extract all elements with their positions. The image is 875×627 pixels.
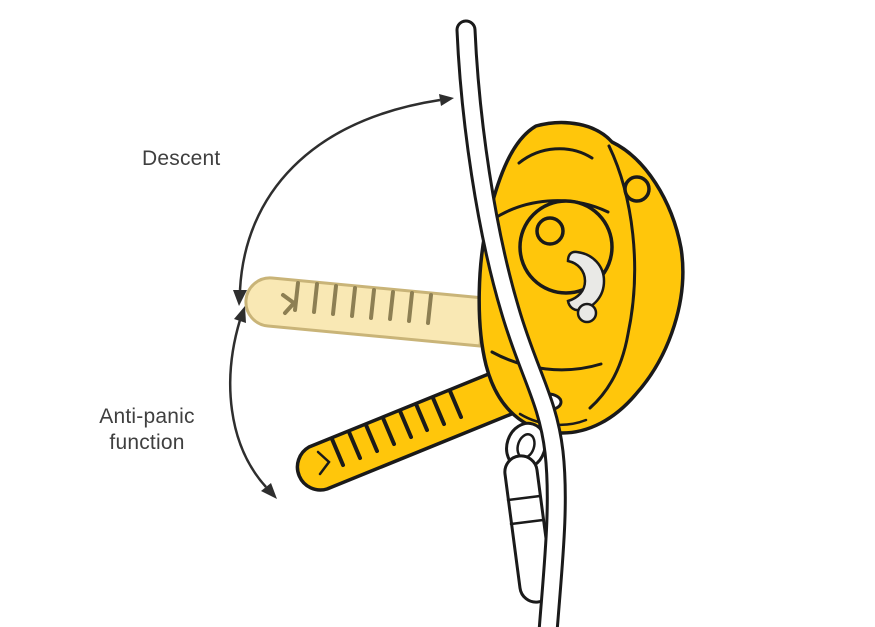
anti-panic-label: Anti-panic function: [86, 404, 208, 457]
upper-inner-line: [490, 199, 610, 222]
cam-hook: [566, 250, 606, 312]
handle-rib: [431, 396, 446, 426]
handle-active: [295, 369, 516, 492]
handle-rib: [414, 402, 429, 432]
descent-arrowhead-top: [439, 94, 454, 106]
ghost-rib: [331, 284, 338, 316]
cam-mechanism: [518, 175, 651, 324]
descent-arrow: [233, 94, 454, 306]
ghost-tip-notch: [281, 293, 297, 315]
anti-panic-arrowhead-bottom: [261, 483, 277, 499]
anti-panic-arrowhead-top: [234, 306, 246, 323]
anti-panic-label-line2: function: [109, 431, 185, 455]
handle-tip-notch: [316, 450, 331, 476]
anti-panic-arrow: [229, 306, 277, 499]
handle-ghost-shape: [244, 276, 486, 348]
rope: [455, 19, 567, 627]
ghost-rib: [426, 293, 433, 325]
handle-active-shape: [295, 369, 516, 492]
ghost-rib: [369, 288, 376, 320]
rivet: [623, 175, 651, 203]
carabiner-sleeve-line: [509, 518, 545, 526]
rope-core: [458, 22, 564, 627]
lower-inner-line: [490, 350, 603, 372]
handle-ghost-position: [244, 276, 486, 348]
handle-rib: [381, 416, 396, 446]
carabiner-gate-line: [506, 494, 542, 502]
ghost-rib: [312, 282, 319, 314]
ghost-rib: [350, 286, 357, 318]
handle-rib: [448, 389, 463, 419]
anti-panic-arc: [229, 319, 267, 488]
handle-rib: [364, 423, 379, 453]
descent-label: Descent: [142, 147, 221, 170]
descent-arc: [238, 98, 441, 291]
handle-rib: [347, 430, 362, 460]
top-slot-line: [517, 147, 594, 165]
handle-rib: [330, 437, 345, 467]
handle-rib: [398, 409, 413, 439]
cam-axle: [535, 216, 565, 246]
descent-arrowhead-bottom: [233, 290, 247, 306]
cam-catch: [576, 302, 598, 324]
ghost-rib: [293, 281, 300, 312]
ghost-rib: [388, 290, 395, 321]
ghost-rib: [407, 291, 414, 323]
anti-panic-label-line1: Anti-panic: [99, 405, 195, 428]
